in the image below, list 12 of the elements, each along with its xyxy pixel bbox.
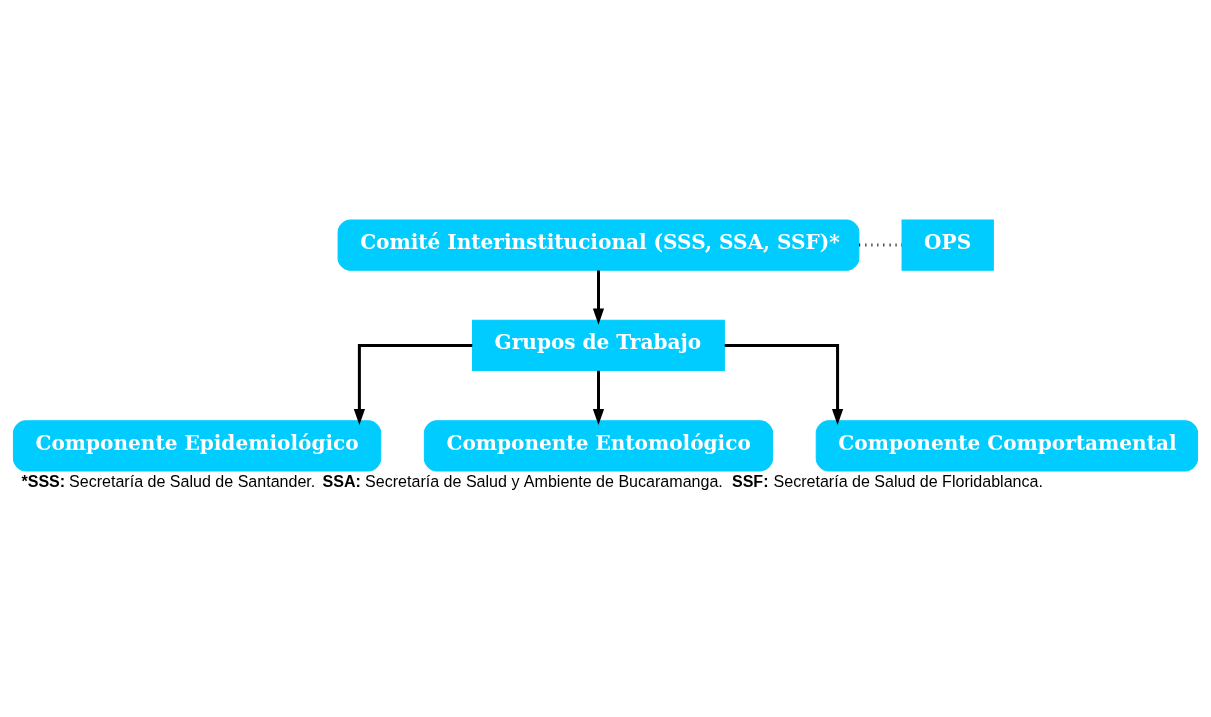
arrow bbox=[724, 343, 844, 426]
caption: *SSS: Secretaría de Salud de Santander. SSA: Secretaría de Salud y Ambiente de Bucaramanga. SSF: Secretaría de Salud de Floridablanca. bbox=[21, 471, 1043, 490]
node-box: Grupos de Trabajo bbox=[472, 319, 725, 372]
node-box: Componente Entomológico bbox=[423, 420, 774, 472]
node-box: OPS bbox=[901, 219, 994, 271]
node-box: Componente Epidemiológico bbox=[12, 420, 382, 472]
node-box: Comité Interinstitucional (SSS, SSA, SSF)* bbox=[337, 219, 860, 271]
arrow bbox=[353, 343, 473, 426]
arrow bbox=[592, 370, 605, 426]
arrow bbox=[592, 270, 605, 325]
node-box: Componente Comportamental bbox=[815, 420, 1199, 472]
connector bbox=[859, 243, 902, 247]
